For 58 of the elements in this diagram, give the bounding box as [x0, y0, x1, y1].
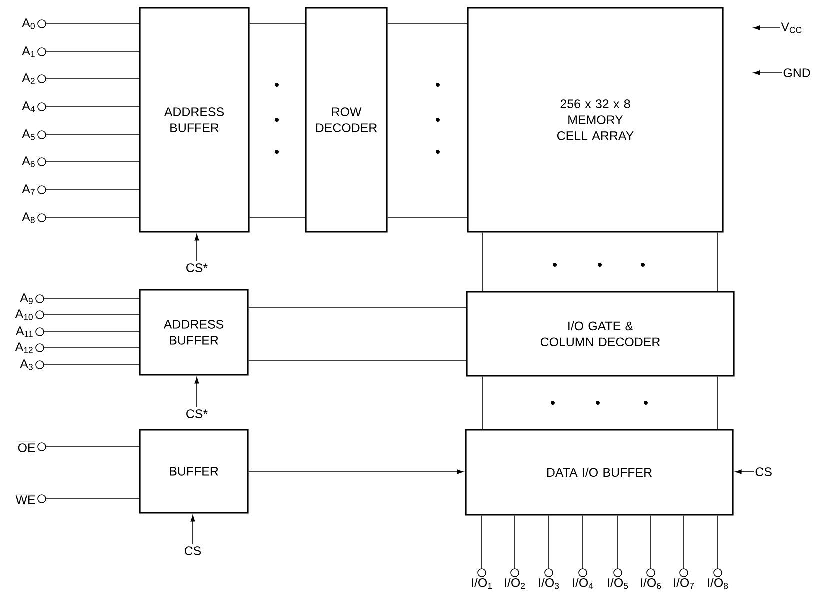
pin-line	[44, 314, 140, 316]
pin-label: A$_{6}$	[22, 156, 35, 168]
pin-line	[548, 515, 550, 570]
pin-label: A$_{7}$	[22, 184, 35, 196]
pin-label: WE	[16, 494, 36, 504]
arrow	[735, 470, 754, 474]
pin-line	[46, 498, 140, 500]
connector-line	[482, 376, 484, 430]
connector-line	[482, 232, 484, 292]
arrow	[190, 515, 196, 545]
signal-label: CS	[756, 468, 772, 476]
arrow	[248, 470, 464, 474]
pin-label: A$_{0}$	[22, 18, 35, 30]
pin-line	[514, 515, 516, 570]
block-box: BUFFER	[139, 429, 249, 514]
pin-label: I/O$_{5}$	[608, 578, 628, 590]
signal-label: V$_{CC}$	[781, 22, 802, 34]
block-box: I/O GATE & COLUMN DECODER	[466, 291, 735, 377]
pin-line	[46, 106, 140, 108]
pin-label: A$_{10}$	[15, 310, 33, 320]
pin-label: A$_{9}$	[20, 294, 33, 304]
pin-line	[44, 298, 140, 300]
block-box: ROW DECODER	[305, 7, 388, 233]
pin-line	[46, 78, 140, 80]
block-box: ADDRESS BUFFER	[139, 289, 249, 376]
pin-label: A$_{11}$	[16, 326, 33, 338]
signal-label: CS*	[186, 410, 208, 418]
arrow	[194, 377, 200, 408]
signal-label: CS	[184, 546, 202, 556]
pin-line	[582, 515, 584, 570]
pin-label: I/O$_{1}$	[472, 578, 492, 590]
arrow	[754, 26, 780, 30]
pin-label: I/O$_{7}$	[674, 578, 694, 590]
signal-label: CS*	[186, 264, 208, 272]
pin-label: A$_{12}$	[15, 342, 33, 354]
pin-label: I/O$_{4}$	[573, 578, 594, 590]
pin-line	[44, 364, 140, 366]
pin-label: A$_{2}$	[22, 74, 35, 84]
block-box: ADDRESS BUFFER	[139, 7, 250, 233]
block-box: DATA I/O BUFFER	[465, 429, 734, 516]
pin-label: A$_{8}$	[22, 212, 35, 224]
pin-label: I/O$_{3}$	[539, 578, 560, 590]
pin-label: I/O$_{8}$	[708, 578, 728, 590]
pin-label: A$_{1}$	[22, 46, 35, 58]
pin-label: I/O$_{2}$	[505, 578, 526, 590]
pin-label: OE	[18, 442, 36, 452]
arrow	[194, 234, 200, 262]
block-box: 256 x 32 x 8 MEMORY CELL ARRAY	[467, 7, 724, 233]
pin-label: A$_{4}$	[22, 102, 36, 112]
connector-line	[248, 360, 467, 362]
arrow	[754, 70, 782, 76]
pin-line	[650, 515, 652, 570]
pin-line	[46, 134, 140, 136]
pin-label: I/O$_{6}$	[641, 578, 662, 590]
signal-label: GND	[784, 68, 810, 78]
pin-label: A$_{3}$	[20, 360, 33, 370]
pin-label: A$_{5}$	[22, 130, 35, 140]
pin-line	[46, 446, 140, 448]
